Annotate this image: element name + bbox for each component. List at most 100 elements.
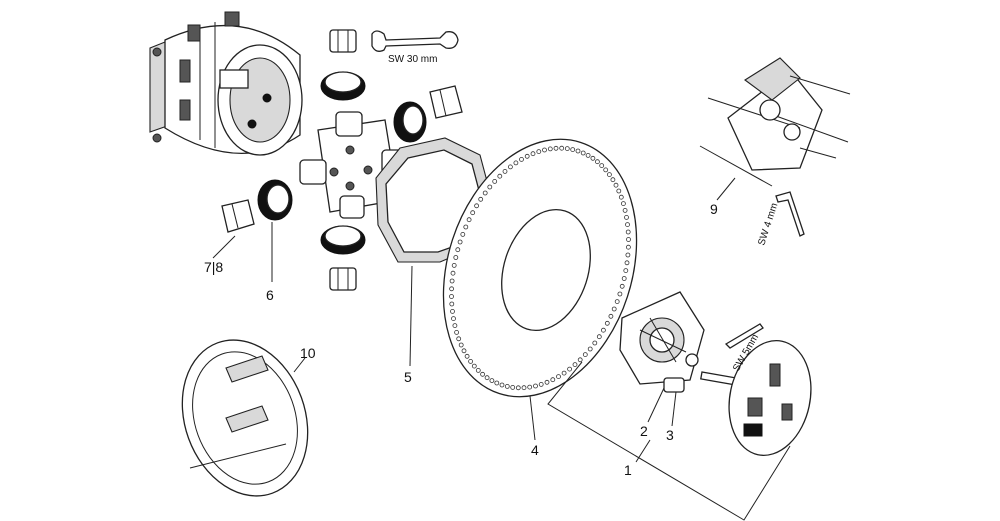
rosette-hole <box>575 148 581 154</box>
rosette-hole <box>478 196 484 202</box>
rosette-hole <box>614 299 620 305</box>
rosette-hole <box>601 327 606 333</box>
rosette-hole <box>607 172 612 178</box>
rosette-hole <box>527 384 533 390</box>
rosette-hole <box>450 270 456 276</box>
rosette-hole <box>556 374 561 380</box>
spindle-extension <box>663 377 685 393</box>
rosette-hole <box>524 153 530 159</box>
rosette-hole <box>585 152 591 158</box>
rosette-hole <box>456 336 462 342</box>
rosette-hole <box>626 237 631 242</box>
rosette-hole <box>468 358 474 364</box>
allen-4-label: SW 4 mm <box>756 202 780 247</box>
rosette-hole <box>449 294 454 299</box>
rosette-hole <box>463 224 469 230</box>
rosette-hole-ring <box>449 145 631 391</box>
rosette-hole <box>550 377 556 383</box>
bolt-set <box>699 57 851 187</box>
rosette-hole <box>618 194 624 200</box>
rosette-hole <box>582 352 588 358</box>
rosette-hole <box>470 210 476 216</box>
callout-2: 2 <box>640 423 648 439</box>
rosette-hole <box>530 151 536 157</box>
rosette-hole <box>450 308 455 314</box>
rosette-hole <box>489 378 495 384</box>
rosette-hole <box>457 239 463 245</box>
callout-4: 4 <box>531 442 539 458</box>
rosette-hole <box>544 379 550 385</box>
rosette-hole <box>592 340 598 346</box>
rosette-hole <box>510 384 516 390</box>
rosette-hole <box>603 167 609 173</box>
rosette-hole <box>475 367 481 373</box>
plaster-guard <box>181 339 309 497</box>
rosette-hole <box>449 286 455 292</box>
top-adapter <box>329 29 357 53</box>
rosette-hole <box>538 381 544 387</box>
rosette-hole <box>611 306 617 312</box>
rosette-hole <box>454 329 460 335</box>
rosette-hole <box>480 371 486 377</box>
wall-rosette <box>442 138 638 398</box>
rosette-hole <box>616 188 622 194</box>
rosette-hole <box>624 214 629 220</box>
rosette-hole <box>622 207 628 213</box>
rosette-hole <box>536 149 542 155</box>
rosette-hole <box>542 147 547 153</box>
rosette-hole <box>507 164 513 170</box>
callout-labels: 7|8 6 5 4 1 2 3 9 10 <box>204 201 718 478</box>
allen-key-4mm-icon <box>775 191 805 237</box>
rosette-hole <box>455 247 461 253</box>
screw <box>700 371 737 386</box>
rosette-hole <box>567 366 572 372</box>
rosette-hole <box>599 163 605 169</box>
rosette-hole <box>624 260 630 266</box>
rosette-hole <box>451 316 456 322</box>
rosette-hole <box>499 382 505 388</box>
rosette-hole <box>619 283 625 289</box>
rosette-hole <box>613 182 619 188</box>
callout-7-8: 7|8 <box>204 259 223 275</box>
rosette-hole <box>449 278 455 284</box>
installation-box <box>149 11 303 156</box>
rosette-hole <box>604 320 610 326</box>
rosette-hole <box>570 147 576 153</box>
rosette-hole <box>625 222 630 228</box>
rosette-hole <box>561 370 567 376</box>
rosette-hole <box>453 255 459 260</box>
rosette-hole <box>590 155 596 161</box>
rosette-hole <box>608 313 614 319</box>
rosette-hole <box>559 145 565 151</box>
wrench-label: SW 30 mm <box>388 54 437 65</box>
rosette-hole <box>621 201 626 207</box>
rosette-hole <box>487 184 493 190</box>
top-seal-ring <box>320 71 366 101</box>
rosette-hole <box>610 177 616 183</box>
rosette-hole <box>484 375 490 381</box>
rosette-hole <box>494 380 500 386</box>
rosette-hole <box>458 342 464 348</box>
rosette-hole <box>572 362 578 368</box>
instruction-disc <box>728 340 812 456</box>
rosette-hole <box>595 159 600 165</box>
rosette-hole <box>461 348 467 354</box>
rosette-hole <box>621 276 627 281</box>
rosette-hole <box>451 262 457 268</box>
rosette-hole <box>515 385 521 391</box>
rosette-hole <box>471 363 477 369</box>
rosette-hole <box>519 156 524 162</box>
leader-lines <box>212 177 791 521</box>
callout-1: 1 <box>624 462 632 478</box>
right-adapter <box>429 85 463 119</box>
right-seal-ring <box>393 101 427 143</box>
rosette-hole <box>553 145 559 151</box>
rosette-hole <box>482 190 488 196</box>
rosette-hole <box>452 323 458 329</box>
rosette-hole <box>547 146 553 152</box>
wrench-icon <box>371 30 459 52</box>
callout-10: 10 <box>300 345 316 361</box>
rosette-hole <box>513 160 519 166</box>
rosette-hole <box>449 301 455 307</box>
